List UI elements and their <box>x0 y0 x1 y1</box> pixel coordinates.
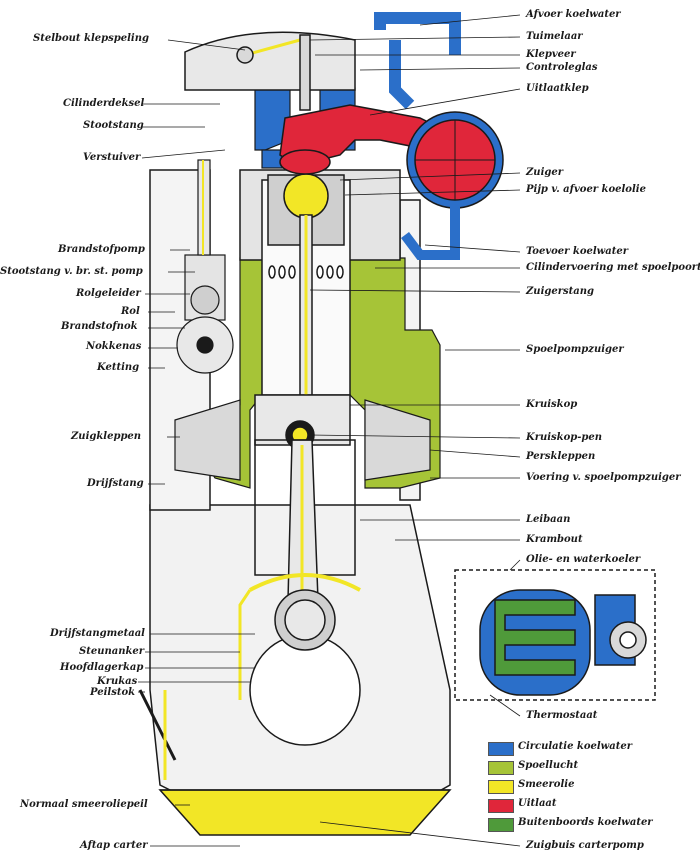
valve-gear <box>184 31 356 111</box>
label-stootstang: Stootstang <box>83 120 144 131</box>
label-hoofdlagerkap: Hoofdlagerkap <box>60 662 144 673</box>
label-verstuiver: Verstuiver <box>83 152 141 163</box>
oil-sump <box>158 789 452 836</box>
label-pijp-afvoer-koelolie: Pijp v. afvoer koelolie <box>526 184 646 195</box>
cylinder <box>239 169 401 396</box>
dipstick <box>138 689 177 780</box>
legend-label-circulatie: Circulatie koelwater <box>518 741 633 752</box>
label-brandstofnok: Brandstofnok <box>61 321 138 332</box>
legend-swatch-circulatie <box>488 742 514 756</box>
label-zuigkleppen: Zuigkleppen <box>71 431 142 442</box>
label-zuigerstang: Zuigerstang <box>526 286 594 297</box>
label-zuigbuis-carterpomp: Zuigbuis carterpomp <box>526 840 644 851</box>
valves <box>174 399 431 481</box>
legend-label-spoellucht: Spoellucht <box>518 760 579 771</box>
label-uitlaatklep: Uitlaatklep <box>526 83 589 94</box>
label-olie-waterkoeler: Olie- en waterkoeler <box>526 554 641 565</box>
leader-lines-left <box>138 39 255 847</box>
label-cilindervoering: Cilindervoering met spoelpoorten <box>526 262 700 273</box>
label-thermostaat: Thermostaat <box>526 710 598 721</box>
label-rolgeleider: Rolgeleider <box>76 288 141 299</box>
legend-label-buitenboords: Buitenboords koelwater <box>518 817 653 828</box>
label-ketting: Ketting <box>97 362 140 373</box>
cooling-water-pipes <box>374 12 461 260</box>
label-voering-spoelpompzuiger: Voering v. spoelpompzuiger <box>526 472 681 483</box>
label-tuimelaar: Tuimelaar <box>526 31 583 42</box>
label-klepveer: Klepveer <box>526 49 576 60</box>
legend-swatch-buitenboords <box>488 818 514 832</box>
fuel-pump-assembly <box>176 159 234 374</box>
label-cilinderdeksel: Cilinderdeksel <box>63 98 145 109</box>
legend-swatch-uitlaat <box>488 799 514 813</box>
label-controleglas: Controleglas <box>526 62 598 73</box>
label-kruiskop: Kruiskop <box>526 399 578 410</box>
label-kruiskop-pen: Kruiskop-pen <box>526 432 603 443</box>
oil-water-cooler <box>454 569 656 701</box>
label-peilstok: Peilstok <box>90 687 136 698</box>
label-drijfstang: Drijfstang <box>87 478 144 489</box>
label-drijfstangmetaal: Drijfstangmetaal <box>50 628 145 639</box>
label-spoelpompzuiger: Spoelpompzuiger <box>526 344 624 355</box>
label-toevoer-koelwater: Toevoer koelwater <box>526 246 629 257</box>
label-zuiger: Zuiger <box>526 167 563 178</box>
label-krukas: Krukas <box>97 676 138 687</box>
label-leibaan: Leibaan <box>526 514 571 525</box>
legend-label-smeerolie: Smeerolie <box>518 779 575 790</box>
label-krambout: Krambout <box>526 534 583 545</box>
label-perskleppen: Perskleppen <box>526 451 596 462</box>
label-nokkenas: Nokkenas <box>86 341 142 352</box>
label-afvoer-koelwater: Afvoer koelwater <box>526 9 621 20</box>
label-stelbout-klepspeling: Stelbout klepspeling <box>33 33 149 44</box>
label-brandstofpomp: Brandstofpomp <box>58 244 145 255</box>
label-normaal-smeeroliepeil: Normaal smeeroliepeil <box>20 799 148 810</box>
legend-label-uitlaat: Uitlaat <box>518 798 557 809</box>
connecting-rod <box>238 439 361 746</box>
label-stootstang-br-st-pomp: Stootstang v. br. st. pomp <box>0 266 143 277</box>
legend-swatch-spoellucht <box>488 761 514 775</box>
label-rol: Rol <box>121 306 140 317</box>
exhaust-manifold <box>279 104 504 209</box>
legend-swatch-smeerolie <box>488 780 514 794</box>
label-aftap-carter: Aftap carter <box>80 840 148 851</box>
leader-lines-right <box>309 14 521 847</box>
label-steunanker: Steunanker <box>79 646 145 657</box>
